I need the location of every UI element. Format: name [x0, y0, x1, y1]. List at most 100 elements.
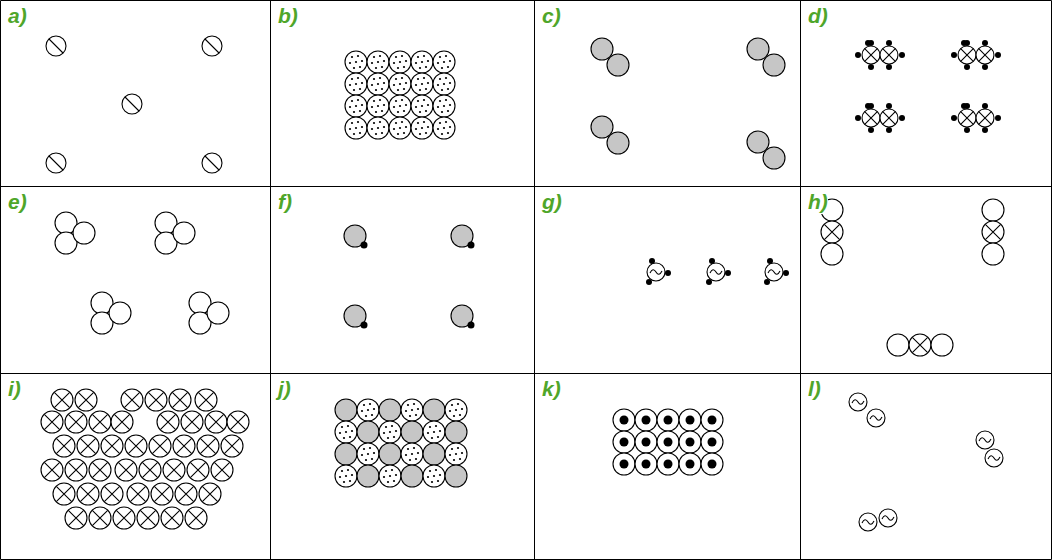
atom-slashed [46, 36, 66, 56]
atom-plain [982, 243, 1004, 265]
electron-dot [443, 127, 445, 129]
electron-dot [387, 437, 389, 439]
atom-crossed [115, 459, 137, 481]
electron-dot [642, 460, 651, 469]
electron-dot [403, 66, 405, 68]
electron-dot [423, 55, 425, 57]
electron-dot [886, 127, 892, 133]
electron-dot [357, 99, 359, 101]
electron-dot [355, 105, 357, 107]
atom-dotted [401, 443, 423, 465]
cross-mark [214, 462, 229, 477]
electron-dot [443, 83, 445, 85]
electron-dot [447, 88, 449, 90]
cross-mark [118, 462, 133, 477]
electron-dot [381, 132, 383, 134]
cross-mark [148, 392, 163, 407]
cross-mark [184, 414, 199, 429]
cross-mark [80, 486, 95, 501]
electron-dot [417, 122, 419, 124]
cross-mark [154, 486, 169, 501]
electron-dot [393, 62, 395, 64]
atom-dotted [433, 51, 455, 73]
electron-dot [868, 127, 874, 133]
electron-dot [455, 409, 457, 411]
electron-dot [429, 470, 431, 472]
atom-dotted [357, 443, 379, 465]
electron-dot [389, 431, 391, 433]
cross-mark [160, 414, 175, 429]
electron-dot [385, 470, 387, 472]
electron-dot [664, 416, 673, 425]
electron-dot [377, 105, 379, 107]
electron-dot [363, 404, 365, 406]
electron-dot [351, 56, 353, 58]
electron-dot [409, 459, 411, 461]
electron-dot [457, 403, 459, 405]
electron-dot [415, 128, 417, 130]
electron-dot [383, 82, 385, 84]
electron-dot [389, 475, 391, 477]
atom-slashed [122, 94, 142, 114]
electron-dot [383, 476, 385, 478]
electron-dot [343, 437, 345, 439]
electron-dot [373, 78, 375, 80]
cross-mark [912, 337, 927, 352]
electron-dot [459, 458, 461, 460]
atom-plain [613, 431, 635, 453]
electron-dot [371, 84, 373, 86]
atom-dotted [335, 421, 357, 443]
panel-letter: a) [8, 4, 27, 28]
electron-dot [423, 77, 425, 79]
electron-dot [665, 270, 671, 276]
electron-dot [391, 425, 393, 427]
electron-dot [437, 436, 439, 438]
electron-dot [397, 133, 399, 135]
panel-letter: e) [8, 190, 27, 214]
electron-dot [401, 77, 403, 79]
panel-letter: c) [542, 4, 561, 28]
electron-dot [401, 121, 403, 123]
electron-dot [411, 453, 413, 455]
electron-dot [393, 106, 395, 108]
atom-grey [763, 54, 785, 76]
electron-dot [419, 133, 421, 135]
wave-mark [768, 270, 780, 275]
electron-dot [447, 110, 449, 112]
electron-dot [415, 458, 417, 460]
panel-letter: l) [808, 377, 821, 401]
electron-dot [361, 60, 363, 62]
atom-crossed [862, 109, 880, 127]
electron-dot [686, 416, 695, 425]
electron-dot [369, 447, 371, 449]
electron-dot [427, 432, 429, 434]
electron-dot [415, 414, 417, 416]
electron-dot [459, 414, 461, 416]
electron-dot [427, 82, 429, 84]
atom-crossed [880, 109, 898, 127]
atom-wave [976, 431, 994, 449]
atom-crossed [958, 109, 976, 127]
electron-dot [427, 60, 429, 62]
atom-dotted [445, 443, 467, 465]
atom-grey [401, 465, 423, 487]
electron-dot [995, 52, 1001, 58]
cross-mark [176, 438, 191, 453]
electron-dot [447, 66, 449, 68]
atom-crossed [65, 459, 87, 481]
cross-mark [883, 49, 896, 62]
atom-crossed [185, 507, 207, 529]
cross-mark [114, 414, 129, 429]
electron-dot [343, 481, 345, 483]
atom-dotted [411, 51, 433, 73]
electron-dot [379, 121, 381, 123]
electron-dot [351, 474, 353, 476]
electron-dot [439, 474, 441, 476]
atom-crossed [89, 459, 111, 481]
electron-dot [425, 132, 427, 134]
electron-dot [387, 481, 389, 483]
electron-dot [451, 404, 453, 406]
electron-dot [361, 410, 363, 412]
electron-dot [441, 133, 443, 135]
